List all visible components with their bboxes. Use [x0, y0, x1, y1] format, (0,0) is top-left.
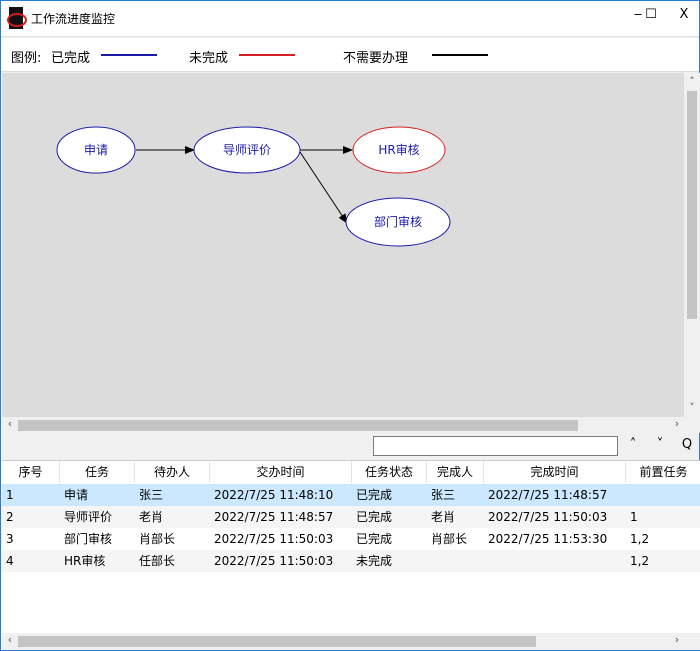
diagram-svg: 申请 导师评价 HR审核 部门审核	[56, 126, 451, 247]
table-row[interactable]: 2 导师评价 老肖 2022/7/25 11:48:57 已完成 老肖 2022/7/25 …	[2, 506, 700, 528]
node-label: 导师评价	[223, 143, 271, 157]
node-dept-review[interactable]: 部门审核	[345, 197, 451, 247]
node-label: HR审核	[378, 142, 419, 157]
close-button[interactable]: X	[679, 7, 689, 22]
table-cell: 2022/7/25 11:48:57	[488, 488, 608, 502]
table-cell: HR审核	[64, 554, 106, 568]
legend-skip-label: 不需要办理	[343, 51, 409, 66]
search-prev-button[interactable]: ˄	[629, 437, 637, 452]
table-cell: 张三	[431, 488, 456, 502]
window-title: 工作流进度监控	[31, 12, 116, 26]
table-cell: 2022/7/25 11:50:03	[488, 510, 608, 524]
table-cell: 4	[6, 554, 14, 568]
table-cell: 部门审核	[64, 532, 113, 546]
table-cell: 任部长	[139, 554, 176, 568]
column-header[interactable]: 交办时间	[210, 461, 352, 483]
table-cell: 已完成	[356, 488, 393, 502]
table-cell: 2022/7/25 11:50:03	[214, 554, 334, 568]
column-header[interactable]: 完成人	[427, 461, 484, 483]
table-cell: 导师评价	[64, 510, 113, 524]
column-header[interactable]: 任务状态	[352, 461, 427, 483]
table-cell	[626, 484, 700, 506]
table-cell	[484, 550, 626, 572]
node-apply[interactable]: 申请	[56, 126, 136, 174]
table-cell: 2022/7/25 11:48:57	[214, 510, 334, 524]
table-cell: 1,2	[630, 532, 650, 546]
legend-done-line	[101, 54, 157, 56]
node-label: 申请	[84, 143, 108, 157]
column-header[interactable]: 前置任务	[626, 461, 700, 483]
table-cell: 已完成	[356, 532, 393, 546]
table-row[interactable]: 3 部门审核 肖部长 2022/7/25 11:50:03 已完成 肖部长 2022/7/2…	[2, 528, 700, 550]
search-next-button[interactable]: ˅	[656, 437, 664, 452]
node-mentor-review[interactable]: 导师评价	[193, 126, 301, 174]
diagram-horizontal-scrollbar[interactable]: ‹›	[2, 417, 700, 433]
table-row[interactable]: 4 HR审核 任部长 2022/7/25 11:50:03 未完成 1,2	[2, 550, 700, 572]
column-header[interactable]: 完成时间	[484, 461, 626, 483]
node-label: 部门审核	[374, 214, 422, 229]
table-cell: 1,2	[630, 554, 650, 568]
column-header[interactable]: 任务	[60, 461, 135, 483]
table-cell: 申请	[64, 488, 89, 502]
column-header[interactable]: 序号	[2, 461, 60, 483]
table-cell: 3	[6, 532, 14, 546]
edge-mentor-to-dept	[299, 151, 348, 224]
table-cell: 2	[6, 510, 14, 524]
legend-done-label: 已完成	[51, 51, 91, 66]
node-hr-review[interactable]: HR审核	[352, 126, 446, 174]
legend-label: 图例:	[11, 51, 42, 66]
workflow-diagram: 申请 导师评价 HR审核 部门审核	[2, 73, 684, 417]
table-cell: 老肖	[139, 510, 164, 524]
table-cell: 1	[6, 488, 14, 502]
table-cell: 张三	[139, 488, 164, 502]
table-cell: 2022/7/25 11:48:10	[214, 488, 334, 502]
app-logo-icon	[7, 7, 27, 29]
table-header: 序号任务待办人交办时间任务状态完成人完成时间前置任务	[2, 461, 700, 483]
table-cell	[427, 550, 484, 572]
table-cell: 2022/7/25 11:53:30	[488, 532, 608, 546]
legend-pending-label: 未完成	[189, 51, 229, 66]
minimize-button[interactable]: ‒	[633, 7, 643, 22]
table-row[interactable]: 1 申请 张三 2022/7/25 11:48:10 已完成 张三 2022/7/25 11…	[2, 484, 700, 506]
search-icon[interactable]: Q	[681, 437, 693, 452]
table-cell: 2022/7/25 11:50:03	[214, 532, 334, 546]
diagram-vertical-scrollbar[interactable]: ˄˅	[684, 73, 700, 417]
table-horizontal-scrollbar[interactable]: ‹›	[2, 633, 700, 650]
legend-skip-line	[432, 54, 488, 56]
table-cell: 未完成	[356, 554, 393, 568]
task-table: 序号任务待办人交办时间任务状态完成人完成时间前置任务 1 申请 张三 2022/7/25…	[2, 460, 700, 633]
legend-pending-line	[239, 54, 295, 56]
search-input[interactable]	[373, 436, 618, 456]
table-cell: 1	[630, 510, 638, 524]
table-cell: 肖部长	[139, 532, 176, 546]
table-cell: 肖部长	[431, 532, 468, 546]
legend: 图例: 已完成 未完成 不需要办理	[1, 38, 699, 72]
table-cell: 已完成	[356, 510, 393, 524]
table-cell: 老肖	[431, 510, 456, 524]
column-header[interactable]: 待办人	[135, 461, 210, 483]
title-bar: 工作流进度监控 ‒ ☐ X	[1, 1, 699, 37]
maximize-button[interactable]: ☐	[645, 7, 657, 22]
